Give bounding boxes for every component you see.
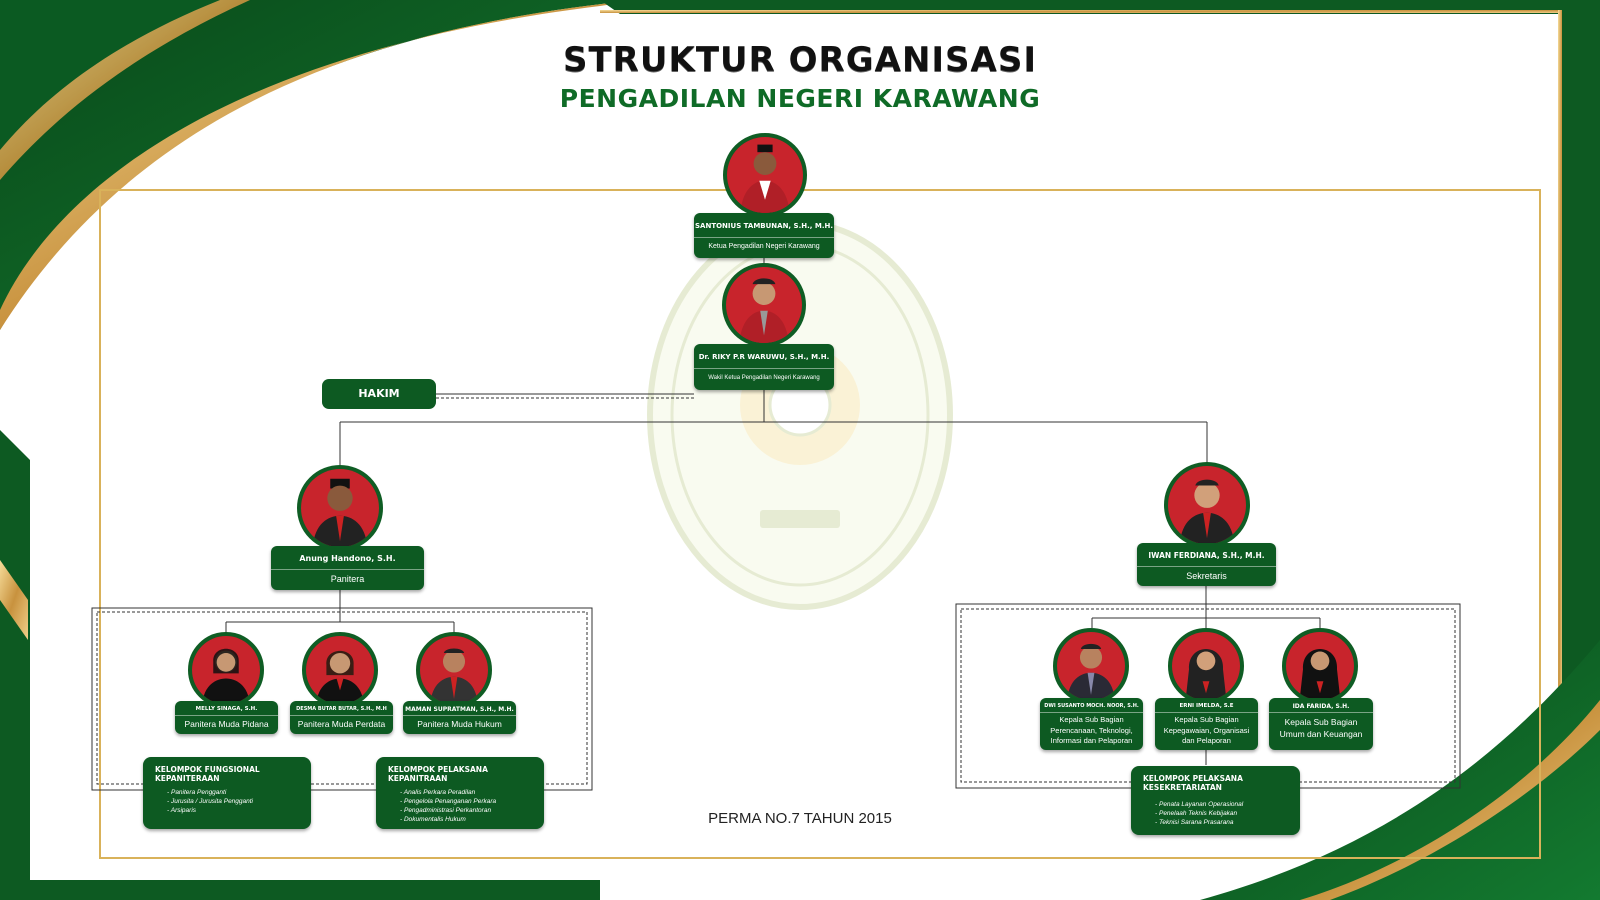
hakim-box: HAKIM bbox=[322, 379, 436, 409]
sekretaris-name: IWAN FERDIANA, S.H., M.H. bbox=[1148, 551, 1265, 560]
ketua-photo bbox=[723, 133, 807, 217]
sekretaris-role: Sekretaris bbox=[1186, 571, 1227, 581]
ketua-name: SANTONIUS TAMBUNAN, S.H., M.H. bbox=[695, 222, 833, 230]
kelompok-pelaksana-kepaniteraan-title: KELOMPOK PELAKSANA KEPANITRAAN bbox=[388, 765, 488, 783]
ksb-umum-name: IDA FARIDA, S.H. bbox=[1292, 703, 1350, 710]
ksb-umum-photo bbox=[1282, 628, 1358, 704]
footer-regulation: PERMA NO.7 TAHUN 2015 bbox=[708, 810, 892, 827]
pm-perdata-card: DESMA BUTAR BUTAR, S.H., M.H Panitera Mu… bbox=[290, 701, 393, 734]
kelompok-pelaksana-kesekretariatan-box: KELOMPOK PELAKSANA KESEKRETARIATAN Penat… bbox=[1131, 766, 1300, 835]
panitera-photo bbox=[297, 465, 383, 551]
kelompok-pelaksana-kepaniteraan-box: KELOMPOK PELAKSANA KEPANITRAAN Analis Pe… bbox=[376, 757, 544, 829]
kelompok-fungsional-title: KELOMPOK FUNGSIONAL KEPANITERAAN bbox=[155, 765, 260, 783]
sekretaris-card: IWAN FERDIANA, S.H., M.H. Sekretaris bbox=[1137, 543, 1276, 586]
page-subtitle: PENGADILAN NEGERI KARAWANG bbox=[559, 84, 1041, 113]
list-item: Analis Perkara Peradilan bbox=[400, 788, 532, 797]
ksb-ptip-photo bbox=[1053, 628, 1129, 704]
wakil-ketua-photo bbox=[722, 263, 806, 347]
ksb-ptip-role: Kepala Sub Bagian Perencanaan, Teknologi… bbox=[1050, 715, 1133, 745]
list-item: Panitera Pengganti bbox=[167, 788, 299, 797]
ksb-kepeg-role: Kepala Sub Bagian Kepegawaian, Organisas… bbox=[1163, 715, 1250, 745]
kelompok-fungsional-box: KELOMPOK FUNGSIONAL KEPANITERAAN Paniter… bbox=[143, 757, 311, 829]
panitera-role: Panitera bbox=[330, 574, 365, 584]
wakil-ketua-card: Dr. RIKY P.R WARUWU, S.H., M.H. Wakil Ke… bbox=[694, 344, 834, 390]
ksb-umum-role: Kepala Sub Bagian Umum dan Keuangan bbox=[1279, 717, 1363, 739]
pm-perdata-role: Panitera Muda Perdata bbox=[297, 719, 386, 729]
pm-pidana-card: MELLY SINAGA, S.H. Panitera Muda Pidana bbox=[175, 701, 278, 734]
kelompok-pelaksana-kepaniteraan-list: Analis Perkara Peradilan Pengelola Penan… bbox=[388, 788, 532, 824]
pm-pidana-name: MELLY SINAGA, S.H. bbox=[195, 706, 258, 712]
pm-hukum-photo bbox=[416, 632, 492, 708]
panitera-card: Anung Handono, S.H. Panitera bbox=[271, 546, 424, 590]
pm-hukum-name: MAMAN SUPRATMAN, S.H., M.H. bbox=[405, 706, 514, 713]
panitera-name: Anung Handono, S.H. bbox=[299, 554, 396, 563]
list-item: Penata Layanan Operasional bbox=[1155, 800, 1288, 809]
pm-pidana-role: Panitera Muda Pidana bbox=[184, 719, 269, 729]
list-item: Pengelola Penanganan Perkara bbox=[400, 797, 532, 806]
wakil-ketua-role: Wakil Ketua Pengadilan Negeri Karawang bbox=[708, 375, 820, 381]
list-item: Jurusita / Jurusita Pengganti bbox=[167, 797, 299, 806]
ketua-role: Ketua Pengadilan Negeri Karawang bbox=[708, 243, 820, 250]
list-item: Arsiparis bbox=[167, 806, 299, 815]
list-item: Teknisi Sarana Prasarana bbox=[1155, 818, 1288, 827]
pm-hukum-role: Panitera Muda Hukum bbox=[417, 719, 502, 729]
kelompok-fungsional-list: Panitera Pengganti Jurusita / Jurusita P… bbox=[155, 788, 299, 815]
ksb-kepeg-card: ERNI IMELDA, S.E Kepala Sub Bagian Kepeg… bbox=[1155, 698, 1258, 750]
list-item: Penelaah Teknis Kebijakan bbox=[1155, 809, 1288, 818]
kelompok-pelaksana-kesekretariatan-title: KELOMPOK PELAKSANA KESEKRETARIATAN bbox=[1143, 774, 1243, 792]
sekretaris-photo bbox=[1164, 462, 1250, 548]
ksb-umum-card: IDA FARIDA, S.H. Kepala Sub Bagian Umum … bbox=[1269, 698, 1373, 750]
list-item: Pengadministrasi Perkantoran bbox=[400, 806, 532, 815]
ketua-card: SANTONIUS TAMBUNAN, S.H., M.H. Ketua Pen… bbox=[694, 213, 834, 258]
ksb-kepeg-photo bbox=[1168, 628, 1244, 704]
pm-perdata-photo bbox=[302, 632, 378, 708]
kelompok-pelaksana-kesekretariatan-list: Penata Layanan Operasional Penelaah Tekn… bbox=[1143, 800, 1288, 827]
pm-perdata-name: DESMA BUTAR BUTAR, S.H., M.H bbox=[296, 706, 387, 712]
pm-hukum-card: MAMAN SUPRATMAN, S.H., M.H. Panitera Mud… bbox=[403, 701, 516, 734]
ksb-ptip-card: DWI SUSANTO MOCH. NOOR, S.H. Kepala Sub … bbox=[1040, 698, 1143, 750]
pm-pidana-photo bbox=[188, 632, 264, 708]
ksb-kepeg-name: ERNI IMELDA, S.E bbox=[1179, 703, 1234, 709]
list-item: Dokumentalis Hukum bbox=[400, 815, 532, 824]
ksb-ptip-name: DWI SUSANTO MOCH. NOOR, S.H. bbox=[1044, 703, 1139, 709]
page-title: STRUKTUR ORGANISASI bbox=[563, 40, 1037, 80]
wakil-ketua-name: Dr. RIKY P.R WARUWU, S.H., M.H. bbox=[698, 353, 830, 361]
